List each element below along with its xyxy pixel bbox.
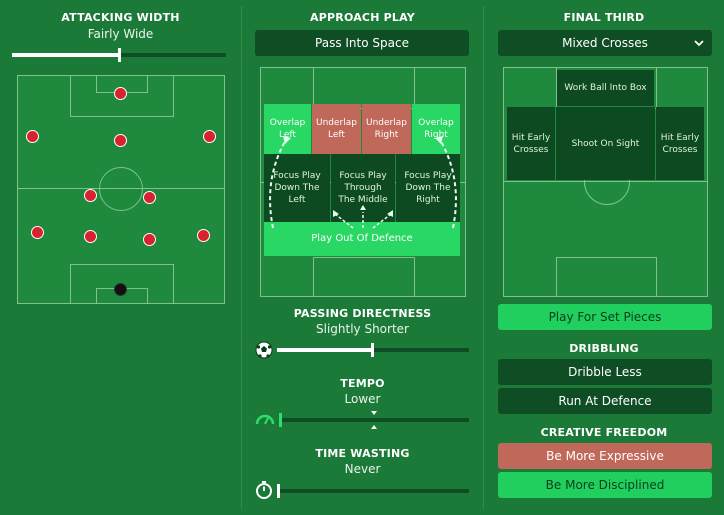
time-wasting-slider-handle[interactable]	[277, 484, 280, 498]
final-third-title: FINAL THIRD	[563, 11, 645, 24]
passing-directness-value: Slightly Shorter	[316, 322, 409, 336]
dribbling-title: DRIBBLING	[569, 342, 639, 355]
passing-directness-slider-fill	[277, 348, 373, 352]
player-marker[interactable]	[114, 87, 127, 100]
approach-play-panel: APPROACH PLAY Pass Into Space Overlap Le…	[242, 0, 483, 515]
final-third-dropdown[interactable]: Mixed Crosses	[498, 30, 712, 56]
attacking-width-title: ATTACKING WIDTH	[61, 11, 180, 24]
player-marker[interactable]	[26, 130, 39, 143]
attacking-width-panel: ATTACKING WIDTH Fairly Wide	[0, 0, 241, 515]
tempo-title: TEMPO	[340, 377, 385, 390]
attacking-width-slider-handle[interactable]	[118, 48, 121, 62]
football-icon	[255, 341, 273, 359]
player-marker[interactable]	[197, 229, 210, 242]
tempo-value: Lower	[344, 392, 381, 406]
tempo-marker-bottom	[371, 425, 377, 429]
be-more-disciplined-button[interactable]: Be More Disciplined	[498, 472, 712, 498]
passing-directness-slider-handle[interactable]	[371, 343, 374, 357]
penalty-box-top	[70, 76, 174, 117]
penalty-box-bottom	[70, 264, 174, 303]
player-marker[interactable]	[84, 189, 97, 202]
zone-focus-middle[interactable]: Focus Play Through The Middle	[331, 154, 395, 222]
penalty-box-bottom	[556, 257, 657, 296]
stopwatch-icon	[256, 481, 272, 499]
zone-overlap-right[interactable]: Overlap Right	[412, 104, 460, 154]
dribble-less-button[interactable]: Dribble Less	[498, 359, 712, 385]
zone-hit-early-crosses-left[interactable]: Hit Early Crosses	[507, 107, 555, 180]
zone-shoot-on-sight[interactable]: Shoot On Sight	[556, 107, 655, 180]
tempo-marker-top	[371, 411, 377, 415]
player-marker[interactable]	[114, 134, 127, 147]
player-marker[interactable]	[143, 233, 156, 246]
goalkeeper-marker[interactable]	[114, 283, 127, 296]
player-marker[interactable]	[143, 191, 156, 204]
approach-play-dropdown[interactable]: Pass Into Space	[255, 30, 469, 56]
tempo-slider-handle[interactable]	[279, 413, 282, 427]
zone-overlap-left[interactable]: Overlap Left	[264, 104, 311, 154]
passing-arrows-icon	[269, 136, 457, 229]
be-more-expressive-button[interactable]: Be More Expressive	[498, 443, 712, 469]
penalty-box-bottom	[313, 257, 415, 296]
passing-directness-title: PASSING DIRECTNESS	[293, 307, 432, 320]
attacking-width-slider[interactable]	[12, 48, 226, 62]
formation-pitch	[17, 75, 225, 304]
approach-play-title: APPROACH PLAY	[310, 11, 415, 24]
zone-work-ball-into-box[interactable]: Work Ball Into Box	[557, 70, 654, 106]
speedometer-icon	[255, 414, 275, 425]
zone-focus-right[interactable]: Focus Play Down The Right	[396, 154, 460, 222]
run-at-defence-button[interactable]: Run At Defence	[498, 388, 712, 414]
play-for-set-pieces-button[interactable]: Play For Set Pieces	[498, 304, 712, 330]
zone-play-out-of-defence[interactable]: Play Out Of Defence	[264, 222, 460, 256]
player-marker[interactable]	[31, 226, 44, 239]
zone-underlap-right[interactable]: Underlap Right	[362, 104, 411, 154]
passing-directness-slider[interactable]	[277, 343, 469, 357]
zone-hit-early-crosses-right[interactable]: Hit Early Crosses	[656, 107, 704, 180]
attacking-width-slider-fill	[12, 53, 120, 57]
chevron-down-icon	[694, 40, 704, 47]
time-wasting-value: Never	[344, 462, 381, 476]
creative-freedom-title: CREATIVE FREEDOM	[540, 426, 668, 439]
time-wasting-title: TIME WASTING	[315, 447, 410, 460]
zone-underlap-left[interactable]: Underlap Left	[312, 104, 361, 154]
final-third-pitch: Work Ball Into Box Hit Early Crosses Sho…	[503, 67, 708, 297]
tempo-slider[interactable]	[279, 411, 469, 429]
column-divider	[483, 6, 484, 509]
approach-play-pitch: Overlap Left Underlap Left Underlap Righ…	[260, 67, 466, 297]
centre-circle	[99, 167, 143, 211]
time-wasting-slider[interactable]	[277, 484, 469, 498]
column-divider	[241, 6, 242, 509]
attacking-width-value: Fairly Wide	[87, 27, 154, 41]
final-third-selected: Mixed Crosses	[562, 36, 648, 50]
player-marker[interactable]	[203, 130, 216, 143]
player-marker[interactable]	[84, 230, 97, 243]
final-third-panel: FINAL THIRD Mixed Crosses Work Ball Into…	[484, 0, 724, 515]
